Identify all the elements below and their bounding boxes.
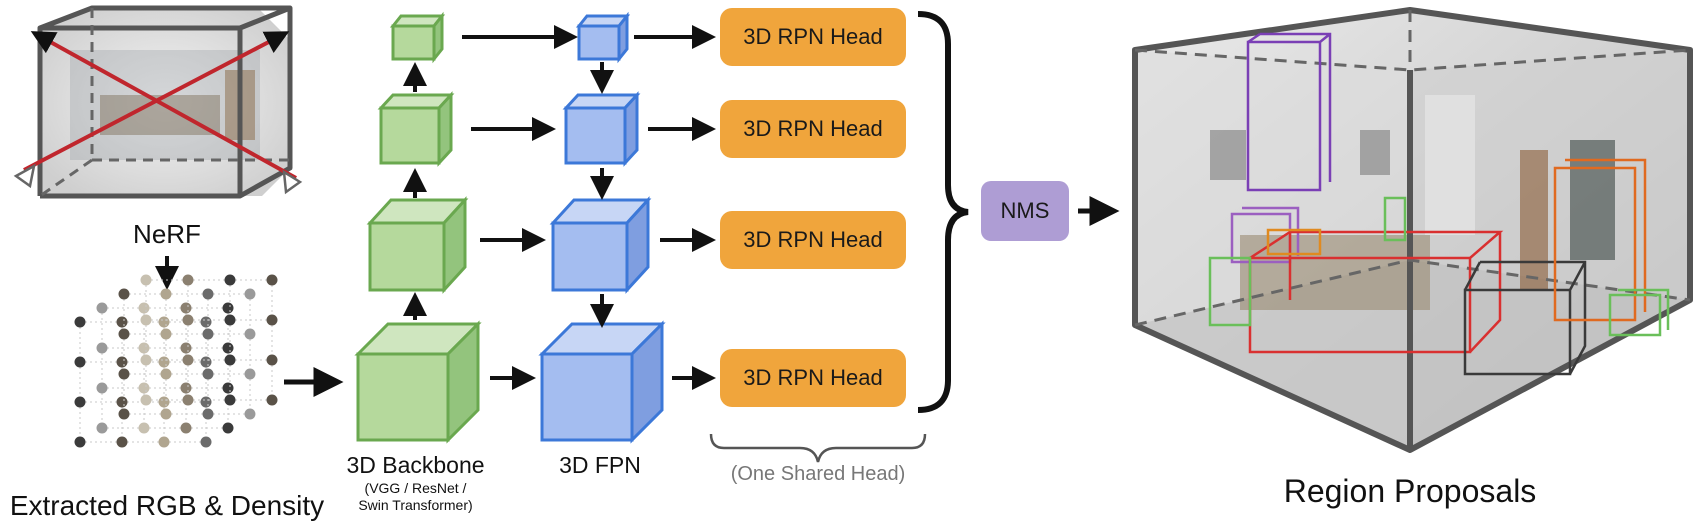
voxel-dot [116,356,128,368]
voxel-dot [180,382,192,394]
backbone-subtitle-2: Swin Transformer) [358,497,473,513]
voxel-dot [266,274,278,286]
voxel-dot [160,288,172,300]
voxel-dot [140,354,152,366]
voxel-dot [160,408,172,420]
voxel-dot [96,302,108,314]
voxel-dot [140,394,152,406]
voxel-dot [74,436,86,448]
voxel-dot [158,436,170,448]
shared-head-underbrace [709,433,927,463]
voxel-dot [202,288,214,300]
voxel-dot [116,316,128,328]
backbone-to-fpn-arrows [462,25,578,390]
voxel-dot [74,356,86,368]
voxel-dot [180,422,192,434]
voxel-dot [160,328,172,340]
voxel-dot [118,368,130,380]
voxel-dot [118,288,130,300]
voxel-dot [202,368,214,380]
rpn-head-3[interactable]: 3D RPN Head [720,211,906,269]
voxel-dot [266,394,278,406]
voxel-dot [224,354,236,366]
nerf-label: NeRF [133,219,201,249]
rpn-head-4[interactable]: 3D RPN Head [720,349,906,407]
voxel-dot [244,368,256,380]
voxel-dot [138,302,150,314]
rpn-head-1[interactable]: 3D RPN Head [720,8,906,66]
voxel-dot [138,422,150,434]
fpn-to-rpn-arrows [634,25,716,390]
voxel-dot [200,356,212,368]
backbone-cube-3 [366,196,469,294]
voxel-dot [180,342,192,354]
voxel-dot [202,328,214,340]
voxel-dot [266,354,278,366]
voxel-dot [222,342,234,354]
backbone-label: 3D Backbone [346,452,485,478]
voxel-dot [96,342,108,354]
voxel-dot [158,316,170,328]
voxel-grid-graphic [74,274,278,448]
voxel-dot [118,408,130,420]
voxel-dot [116,436,128,448]
voxel-dot [74,396,86,408]
backbone-cube-1 [389,11,446,64]
voxel-dot [140,314,152,326]
nerf-cube-graphic [13,5,303,199]
voxel-dot [96,422,108,434]
region-proposals-graphic [1132,7,1693,453]
fpn-label: 3D FPN [559,452,641,478]
voxel-dot [222,422,234,434]
voxel-dot [202,408,214,420]
region-proposals-label: Region Proposals [1283,473,1537,509]
rpn-head-2[interactable]: 3D RPN Head [720,100,906,158]
voxel-dot [244,408,256,420]
voxel-dot [244,328,256,340]
voxel-dot [224,394,236,406]
nms-block[interactable]: NMS [981,181,1069,241]
extracted-label: Extracted RGB & Density [9,490,325,521]
voxel-dot [158,356,170,368]
voxel-dot [160,368,172,380]
fpn-cube-4 [538,320,666,444]
voxel-dot [222,382,234,394]
voxel-dot [118,328,130,340]
voxel-dot [116,396,128,408]
fpn-cube-3 [549,196,652,294]
voxel-dot [224,314,236,326]
voxel-dot [200,396,212,408]
voxel-dot [138,382,150,394]
voxel-dot [182,394,194,406]
voxel-dot [182,314,194,326]
voxel-dot [182,354,194,366]
voxel-dot [200,316,212,328]
fpn-cube-2 [562,91,641,167]
voxel-dot [244,288,256,300]
voxel-dot [200,436,212,448]
backbone-cube-4 [354,320,482,444]
voxel-dot [180,302,192,314]
voxel-dot [74,316,86,328]
voxel-dot [224,274,236,286]
voxel-dot [158,396,170,408]
backbone-subtitle-1: (VGG / ResNet / [364,480,467,496]
merge-brace [917,11,969,413]
voxel-dot [138,342,150,354]
voxel-dot [222,302,234,314]
backbone-cube-2 [377,91,455,167]
fpn-cube-1 [575,11,631,64]
voxel-dot [96,382,108,394]
shared-head-label: (One Shared Head) [730,463,906,485]
voxel-dot [182,274,194,286]
voxel-dot [266,314,278,326]
voxel-dot [140,274,152,286]
